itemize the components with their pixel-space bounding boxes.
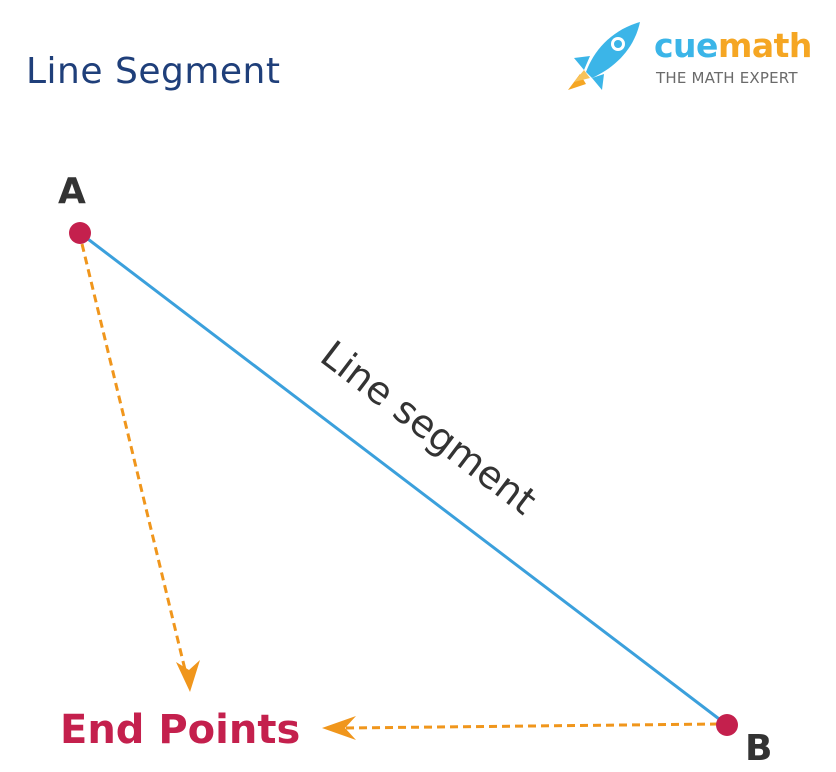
arrow-a-to-endpoints	[80, 243, 190, 683]
logo-cue: cue	[654, 26, 718, 65]
arrowhead-down-icon	[176, 660, 200, 692]
rocket-icon	[568, 22, 640, 90]
page-title: Line Segment	[26, 51, 281, 92]
segment-line	[79, 231, 728, 727]
logo-math: math	[717, 26, 812, 65]
cuemath-logo: cuemath THE MATH EXPERT	[566, 16, 826, 96]
logo-wordmark: cuemath	[654, 26, 812, 66]
arrow-b-to-endpoints	[344, 722, 719, 730]
arrowhead-left-icon	[322, 716, 356, 740]
segment-label: Line segment	[313, 332, 545, 523]
logo-tagline: THE MATH EXPERT	[656, 69, 798, 87]
endpoint-b-dot	[716, 714, 738, 736]
point-a-label: A	[58, 171, 86, 212]
endpoints-label: End Points	[60, 707, 300, 753]
point-b-label: B	[745, 728, 772, 769]
endpoint-a-dot	[69, 222, 91, 244]
